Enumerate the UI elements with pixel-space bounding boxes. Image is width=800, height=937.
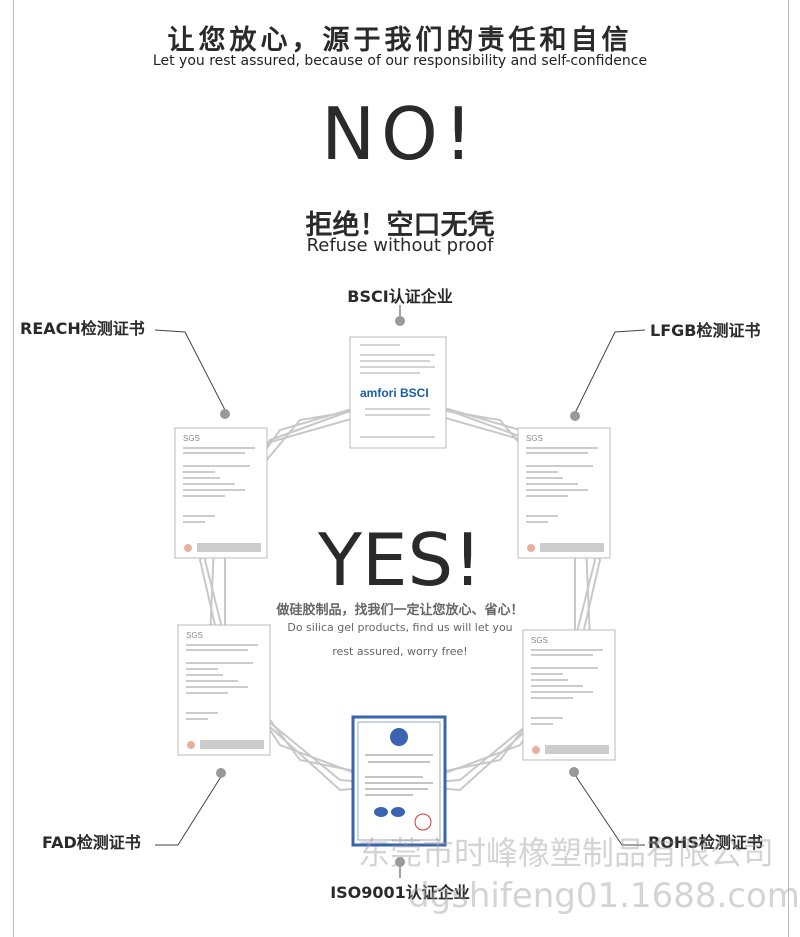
dot-fad	[216, 768, 226, 778]
sgs-header: SGS	[526, 434, 543, 443]
label-fad: FAD检测证书	[42, 833, 141, 852]
cert-fad: SGS	[177, 624, 271, 756]
red-seal-icon	[414, 813, 432, 831]
sgs-header: SGS	[531, 636, 548, 645]
cert-lfgb: SGS	[517, 427, 611, 559]
leader-line-fad	[155, 774, 223, 846]
leader-line-reach	[154, 329, 226, 411]
cert-rohs: SGS	[522, 629, 616, 761]
page-frame	[13, 0, 789, 937]
no-heading: NO!	[321, 92, 479, 176]
watermark-url: dgshifeng01.1688.com	[408, 876, 800, 916]
cert-bsci: amfori BSCI	[349, 336, 447, 449]
refuse-cn: 拒绝！空口无凭	[305, 210, 495, 241]
headline-cn: 让您放心，源于我们的责任和自信	[167, 25, 633, 56]
leader-lines	[154, 305, 646, 878]
dot-lfgb	[570, 411, 580, 421]
label-reach: REACH检测证书	[20, 319, 145, 338]
iaf-logo-icon	[374, 807, 388, 817]
label-rohs: ROHS检测证书	[648, 833, 763, 852]
iso-emblem-icon	[390, 728, 408, 746]
watermark-company: 东莞市时峰橡塑制品有限公司	[358, 834, 775, 872]
sgs-header: SGS	[186, 631, 203, 640]
leader-line-lfgb	[574, 329, 646, 414]
yes-line-en-2: rest assured, worry free!	[332, 645, 468, 658]
refuse-en: Refuse without proof	[306, 235, 494, 256]
dot-iso	[395, 857, 405, 867]
dot-bsci	[395, 316, 405, 326]
yes-line-en-1: Do silica gel products, find us will let…	[287, 621, 513, 634]
leader-line-rohs	[574, 774, 645, 846]
headline-en: Let you rest assured, because of our res…	[152, 53, 648, 69]
cert-reach: SGS	[174, 427, 268, 559]
label-bsci: BSCI认证企业	[347, 287, 453, 306]
cert-iso	[351, 715, 447, 847]
dot-rohs	[569, 767, 579, 777]
label-lfgb: LFGB检测证书	[650, 321, 761, 340]
yes-line-cn: 做硅胶制品，找我们一定让您放心、省心！	[276, 603, 524, 618]
dot-reach	[220, 409, 230, 419]
cnas-logo-icon	[391, 807, 405, 817]
label-iso: ISO9001认证企业	[330, 883, 470, 902]
leader-dots	[216, 316, 580, 867]
yes-heading: YES!	[317, 518, 483, 602]
amfori-logo: amfori BSCI	[360, 386, 429, 400]
sgs-header: SGS	[183, 434, 200, 443]
